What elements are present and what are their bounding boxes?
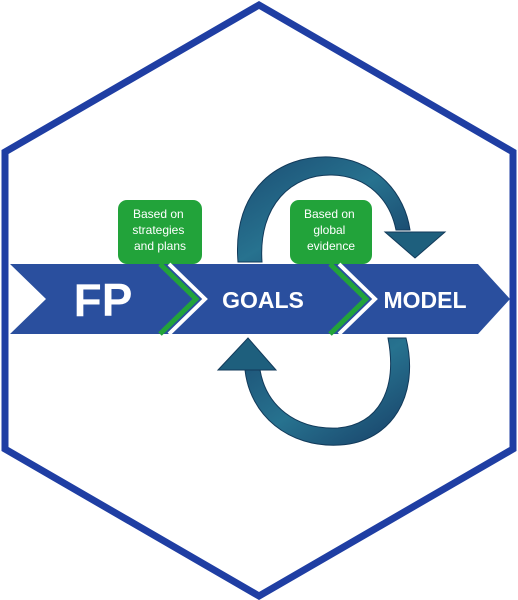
chevron-fp	[10, 264, 196, 334]
chevron-separator	[337, 262, 378, 336]
process-band: FP GOALS MODEL	[10, 262, 510, 336]
note-line: Based on	[304, 207, 355, 221]
step-label-goals: GOALS	[222, 287, 304, 313]
note-line: and plans	[134, 239, 186, 253]
chevron-separator	[328, 262, 370, 336]
note-box-strategies: Based on strategies and plans	[118, 200, 202, 264]
cycle-arrow-top	[237, 156, 447, 263]
chevron-separator	[158, 262, 200, 336]
step-label-model: MODEL	[383, 287, 466, 313]
chevron-separator	[167, 262, 208, 336]
svg-text:Based on global ev: Based on global evidence	[304, 207, 358, 253]
step-label-fp: FP	[74, 274, 133, 326]
note-line: strategies	[132, 223, 184, 237]
chevron-model	[330, 264, 510, 334]
note-line: evidence	[307, 239, 355, 253]
svg-text:Based on strategies: Based on strategies and plans	[132, 207, 187, 253]
chevron-goals	[160, 264, 366, 334]
cycle-arrow-bottom	[216, 337, 411, 446]
note-line: global	[313, 223, 345, 237]
note-box-evidence: Based on global evidence	[290, 200, 372, 264]
note-line: Based on	[133, 207, 184, 221]
